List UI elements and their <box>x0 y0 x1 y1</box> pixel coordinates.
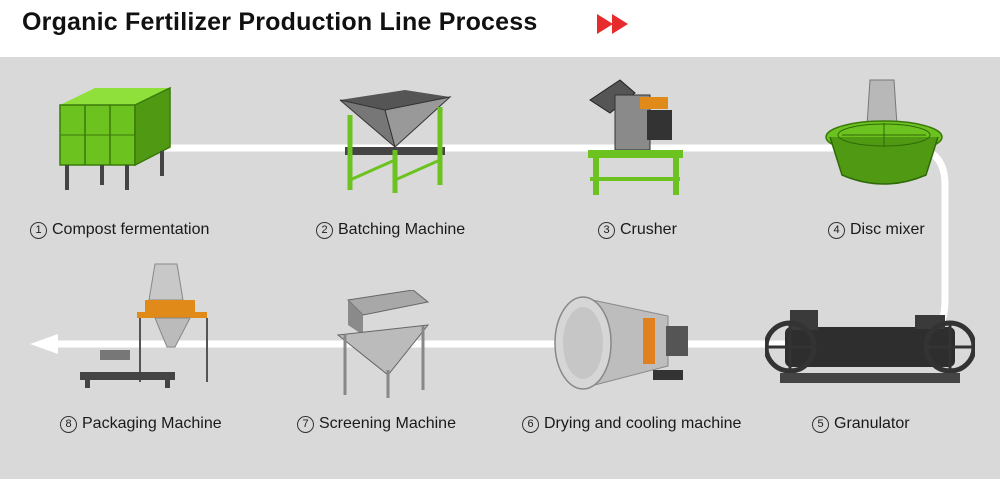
fast-forward-icon <box>597 14 628 34</box>
step-label-compost-fermentation: 1 Compost fermentation <box>30 221 209 239</box>
step-text: Compost fermentation <box>52 221 210 238</box>
step-number: 1 <box>30 222 47 239</box>
step-text: Disc mixer <box>850 221 925 238</box>
step-text: Screening Machine <box>319 415 456 432</box>
step-label-screening-machine: 7 Screening Machine <box>297 415 456 433</box>
step-text: Packaging Machine <box>82 415 222 432</box>
step-number: 4 <box>828 222 845 239</box>
page-title: Organic Fertilizer Production Line Proce… <box>22 8 538 36</box>
disc-mixer-icon <box>825 79 943 185</box>
granulator-icon <box>765 310 975 383</box>
step-label-batching-machine: 2 Batching Machine <box>316 221 465 239</box>
step-label-packaging-machine: 8 Packaging Machine <box>60 415 222 433</box>
step-text: Batching Machine <box>338 221 466 238</box>
rotary-dryer-icon <box>554 296 688 390</box>
step-text: Drying and cooling machine <box>544 415 742 432</box>
batching-machine-icon <box>339 90 452 193</box>
step-number: 2 <box>316 222 333 239</box>
step-number: 6 <box>522 416 539 433</box>
step-label-disc-mixer: 4 Disc mixer <box>828 221 925 239</box>
step-label-crusher: 3 Crusher <box>598 221 677 239</box>
crusher-icon <box>588 79 683 195</box>
step-number: 7 <box>297 416 314 433</box>
step-number: 5 <box>812 416 829 433</box>
step-label-drying-cooling: 6 Drying and cooling machine <box>522 415 741 433</box>
screening-machine-icon <box>336 290 430 398</box>
step-text: Granulator <box>834 415 910 432</box>
step-number: 3 <box>598 222 615 239</box>
compost-fermenter-icon <box>59 86 171 190</box>
step-number: 8 <box>60 416 77 433</box>
step-label-granulator: 5 Granulator <box>812 415 910 433</box>
packaging-machine-icon <box>80 263 208 388</box>
step-text: Crusher <box>620 221 677 238</box>
